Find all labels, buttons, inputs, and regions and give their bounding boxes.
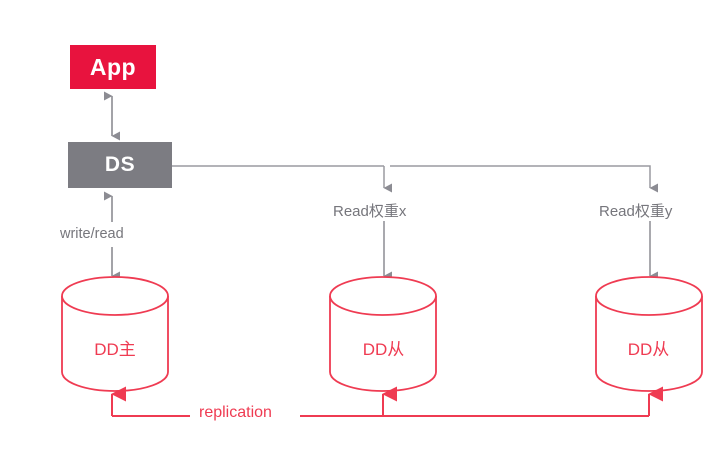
edge-label-write-read: write/read (58, 226, 126, 242)
connector-ds-bus (172, 165, 658, 281)
node-ds-label: DS (104, 153, 136, 176)
node-ds[interactable]: DS (68, 142, 172, 188)
edge-label-read-weight-x: Read权重x (331, 200, 409, 221)
edge-label-read-weight-y: Read权重y (597, 200, 675, 221)
db-slave-2-label: DD从 (627, 340, 670, 359)
edge-label-replication: replication (192, 404, 279, 422)
db-slave-1-label: DD从 (362, 340, 405, 359)
db-cylinder-master (61, 276, 169, 392)
node-app-label: App (89, 53, 137, 80)
db-master-label: DD主 (94, 340, 136, 359)
connector-replication (111, 386, 663, 417)
db-cylinder-slave-2 (595, 276, 703, 392)
node-app[interactable]: App (70, 45, 156, 89)
db-cylinder-slave-1 (329, 276, 437, 392)
